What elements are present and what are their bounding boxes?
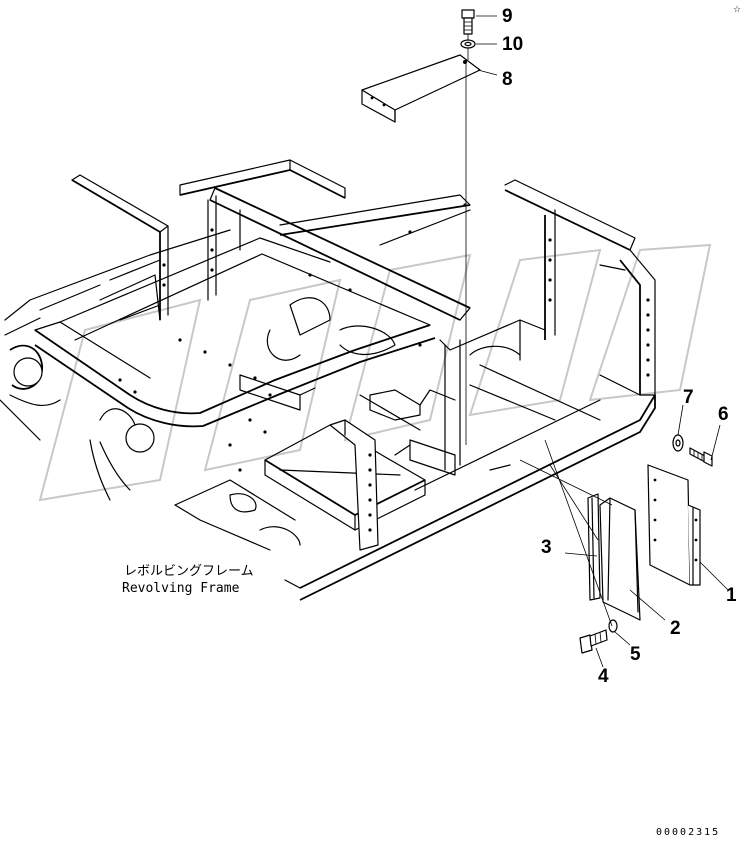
callout-7: 7 (683, 387, 694, 408)
frame-holes (118, 203, 650, 532)
part-10-washer (460, 39, 476, 49)
callout-6: 6 (718, 404, 729, 425)
part-2-plate (599, 497, 641, 621)
callout-labels: 9 10 8 7 6 3 1 2 5 4 (502, 6, 737, 687)
frame-label-jp: レボルビングフレーム (124, 564, 254, 579)
frame-label-en: Revolving Frame (122, 581, 240, 596)
callout-4: 4 (598, 666, 609, 687)
callout-5: 5 (630, 644, 641, 665)
callout-9: 9 (502, 6, 513, 27)
callout-1: 1 (726, 585, 737, 606)
watermark (38, 243, 712, 502)
part-8-bracket (361, 54, 481, 123)
callout-10: 10 (502, 34, 523, 55)
part-1-panel (647, 464, 701, 586)
callout-2: 2 (670, 618, 681, 639)
part-3-strip (587, 493, 601, 601)
document-number: 00002315 (656, 827, 720, 838)
leader-lines (465, 15, 729, 668)
part-9-bolt (461, 9, 475, 35)
revolving-frame (0, 159, 656, 601)
callout-8: 8 (502, 69, 513, 90)
part-6-bolt (689, 447, 713, 467)
callout-3: 3 (541, 537, 552, 558)
part-4-bolt (579, 629, 608, 654)
corner-star-mark: ☆ (733, 5, 741, 15)
part-7-washer (672, 434, 684, 452)
